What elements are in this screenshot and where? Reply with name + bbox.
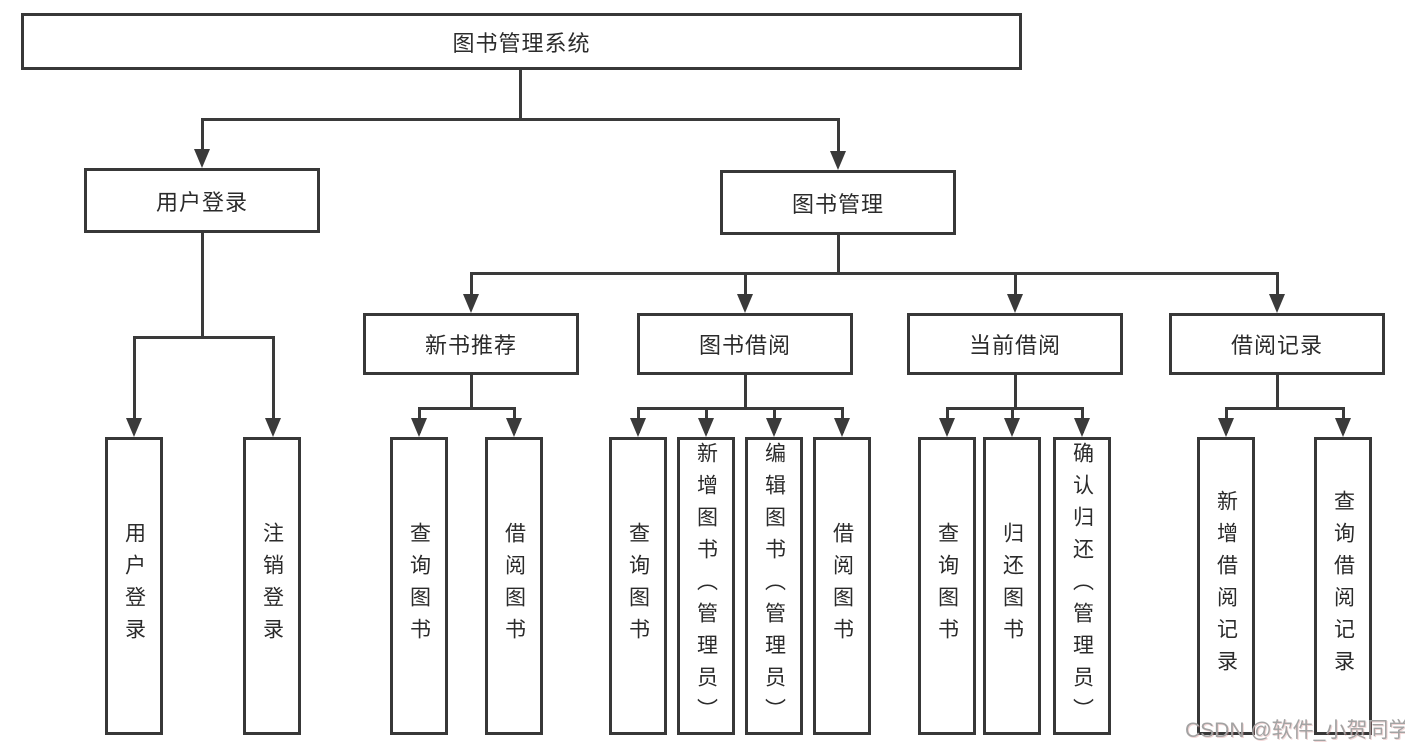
leaf-return-book: 归还图书: [983, 437, 1041, 735]
connector-line: [1014, 272, 1017, 308]
node-new-book-recommend-label: 新书推荐: [424, 333, 517, 358]
connector-line: [201, 233, 204, 336]
connector-line: [1276, 272, 1279, 308]
connector-line: [133, 336, 275, 339]
arrowhead-icon: [265, 418, 281, 437]
connector-line: [637, 407, 844, 410]
leaf-query-book-1: 查询图书: [390, 437, 448, 735]
arrowhead-icon: [1007, 294, 1023, 313]
connector-line: [1014, 375, 1017, 407]
leaf-logout: 注销登录: [243, 437, 301, 735]
node-current-borrow-label: 当前借阅: [968, 333, 1061, 358]
arrowhead-icon: [1218, 418, 1234, 437]
node-book-borrow: 图书借阅: [637, 313, 853, 375]
node-book-borrow-label: 图书借阅: [698, 333, 791, 358]
leaf-query-book-3: 查询图书: [918, 437, 976, 735]
leaf-confirm-return-admin-label: 确认归还（管理员）: [1070, 442, 1094, 730]
leaf-add-book-admin-label: 新增图书（管理员）: [694, 442, 718, 730]
connector-line: [519, 70, 522, 118]
connector-line: [201, 118, 840, 121]
leaf-edit-book-admin-label: 编辑图书（管理员）: [762, 442, 786, 730]
leaf-return-book-label: 归还图书: [1000, 522, 1024, 650]
arrowhead-icon: [506, 418, 522, 437]
leaf-edit-book-admin: 编辑图书（管理员）: [745, 437, 803, 735]
node-root-label: 图书管理系统: [452, 30, 591, 56]
leaf-add-borrow-record: 新增借阅记录: [1197, 437, 1255, 735]
node-new-book-recommend: 新书推荐: [363, 313, 579, 375]
leaf-borrow-book-1: 借阅图书: [485, 437, 543, 735]
leaf-user-login: 用户登录: [105, 437, 163, 735]
leaf-query-book-3-label: 查询图书: [935, 522, 959, 650]
arrowhead-icon: [766, 418, 782, 437]
connector-line: [470, 272, 473, 308]
arrowhead-icon: [1004, 418, 1020, 437]
leaf-borrow-book-2: 借阅图书: [813, 437, 871, 735]
arrowhead-icon: [411, 418, 427, 437]
leaf-confirm-return-admin: 确认归还（管理员）: [1053, 437, 1111, 735]
connector-line: [837, 118, 840, 164]
arrowhead-icon: [630, 418, 646, 437]
node-book-management-label: 图书管理: [791, 191, 884, 217]
leaf-query-borrow-record-label: 查询借阅记录: [1331, 490, 1355, 682]
leaf-query-book-2: 查询图书: [609, 437, 667, 735]
connector-line: [470, 272, 1279, 275]
node-current-borrow: 当前借阅: [907, 313, 1123, 375]
arrowhead-icon: [1269, 294, 1285, 313]
connector-line: [744, 272, 747, 308]
arrowhead-icon: [463, 294, 479, 313]
connector-line: [1276, 375, 1279, 408]
connector-line: [470, 375, 473, 407]
leaf-query-book-1-label: 查询图书: [407, 522, 431, 650]
arrowhead-icon: [830, 151, 846, 170]
leaf-query-book-2-label: 查询图书: [626, 522, 650, 650]
node-book-management: 图书管理: [720, 170, 956, 235]
node-root: 图书管理系统: [21, 13, 1022, 70]
connector-line: [837, 235, 840, 272]
arrowhead-icon: [194, 149, 210, 168]
leaf-logout-label: 注销登录: [260, 522, 284, 650]
arrowhead-icon: [939, 418, 955, 437]
arrowhead-icon: [737, 294, 753, 313]
connector-line: [201, 118, 204, 162]
connector-line: [418, 407, 516, 410]
leaf-add-book-admin: 新增图书（管理员）: [677, 437, 735, 735]
arrowhead-icon: [1074, 418, 1090, 437]
leaf-borrow-book-2-label: 借阅图书: [830, 522, 854, 650]
csdn-watermark: CSDN @软件_小贺同学: [1185, 719, 1405, 742]
arrowhead-icon: [1335, 418, 1351, 437]
connector-line: [133, 336, 136, 432]
arrowhead-icon: [698, 418, 714, 437]
leaf-query-borrow-record: 查询借阅记录: [1314, 437, 1372, 735]
arrowhead-icon: [126, 418, 142, 437]
node-borrow-record: 借阅记录: [1169, 313, 1385, 375]
connector-line: [1225, 407, 1345, 410]
connector-line: [946, 407, 1084, 410]
leaf-borrow-book-1-label: 借阅图书: [502, 522, 526, 650]
connector-line: [744, 375, 747, 407]
leaf-add-borrow-record-label: 新增借阅记录: [1214, 490, 1238, 682]
node-user-login: 用户登录: [84, 168, 320, 233]
node-borrow-record-label: 借阅记录: [1230, 333, 1323, 358]
node-user-login-label: 用户登录: [155, 189, 248, 215]
arrowhead-icon: [834, 418, 850, 437]
connector-line: [272, 336, 275, 432]
leaf-user-login-label: 用户登录: [122, 522, 146, 650]
